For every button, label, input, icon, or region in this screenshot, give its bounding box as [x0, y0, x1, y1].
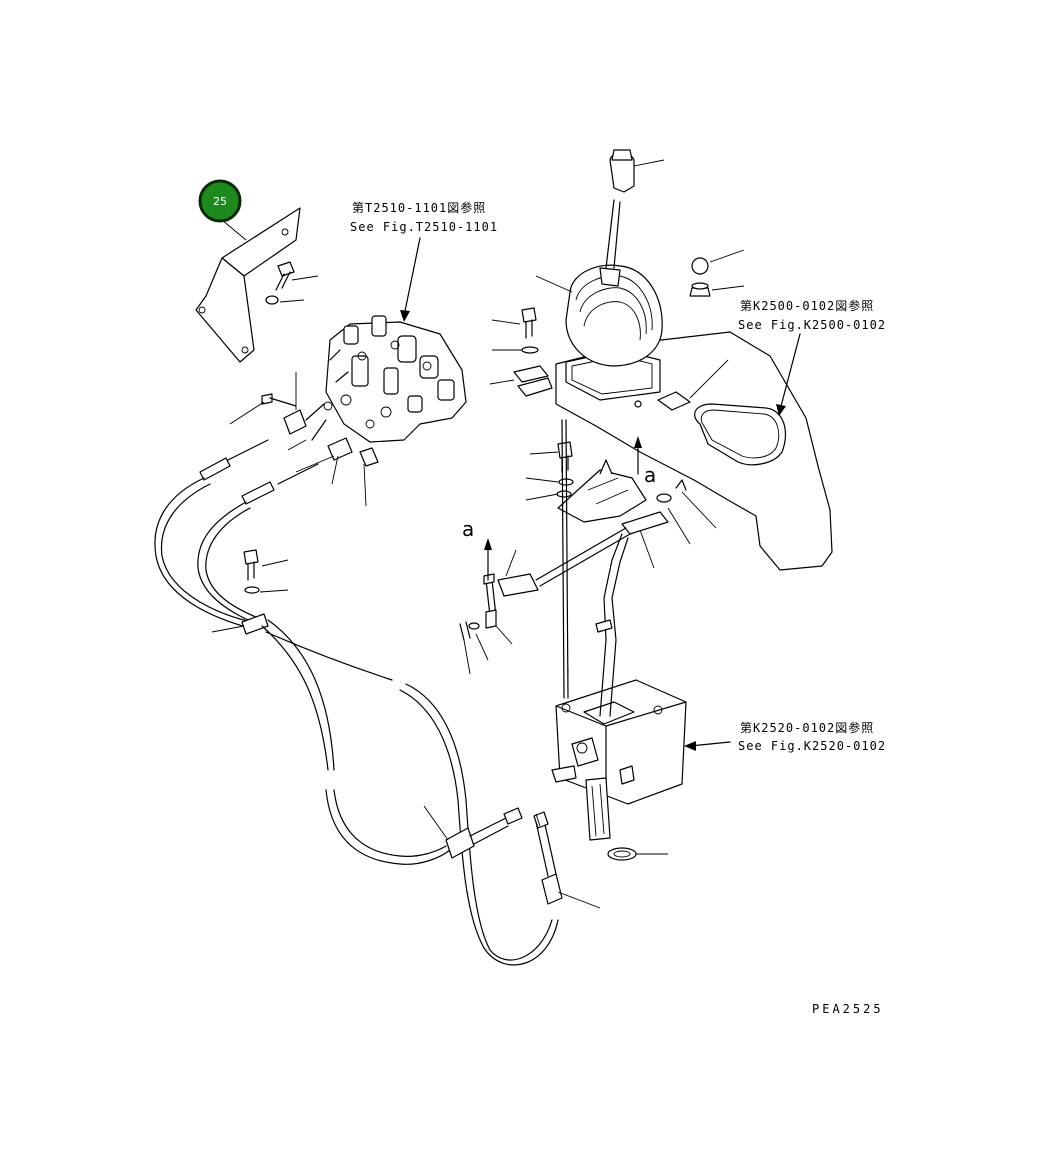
drawing-code: PEA2525 [812, 1002, 884, 1016]
ref-k2500-en: See Fig.K2500-0102 [738, 318, 886, 332]
part-number-badge[interactable]: 25 [198, 179, 242, 223]
bolt-part [265, 261, 295, 305]
leader-lines [211, 159, 745, 909]
reference-arrows [400, 237, 801, 751]
control-cables [154, 439, 563, 966]
ref-k2520-en: See Fig.K2520-0102 [738, 739, 886, 753]
ref-k2520-jp: 第K2520-0102図参照 [740, 720, 874, 735]
detail-mark-a-left: a [462, 517, 474, 541]
link-rod [459, 527, 631, 641]
plugs [634, 257, 711, 408]
shift-lever-boot [565, 149, 663, 367]
lever-box [551, 419, 687, 861]
bracket-part [195, 207, 301, 363]
mounting-plate [557, 459, 669, 535]
console-fasteners [513, 307, 687, 503]
clamp-bolt [243, 549, 260, 594]
detail-mark-a-right: a [644, 463, 656, 487]
control-valve [325, 315, 467, 443]
ref-t2510-en: See Fig.T2510-1101 [350, 220, 498, 234]
ref-k2500-jp: 第K2500-0102図参照 [740, 298, 874, 313]
ref-t2510-jp: 第T2510-1101図参照 [352, 200, 486, 215]
badge-circle[interactable] [198, 179, 242, 223]
badge-number: 25 [213, 195, 227, 208]
clevis-parts [261, 393, 379, 467]
